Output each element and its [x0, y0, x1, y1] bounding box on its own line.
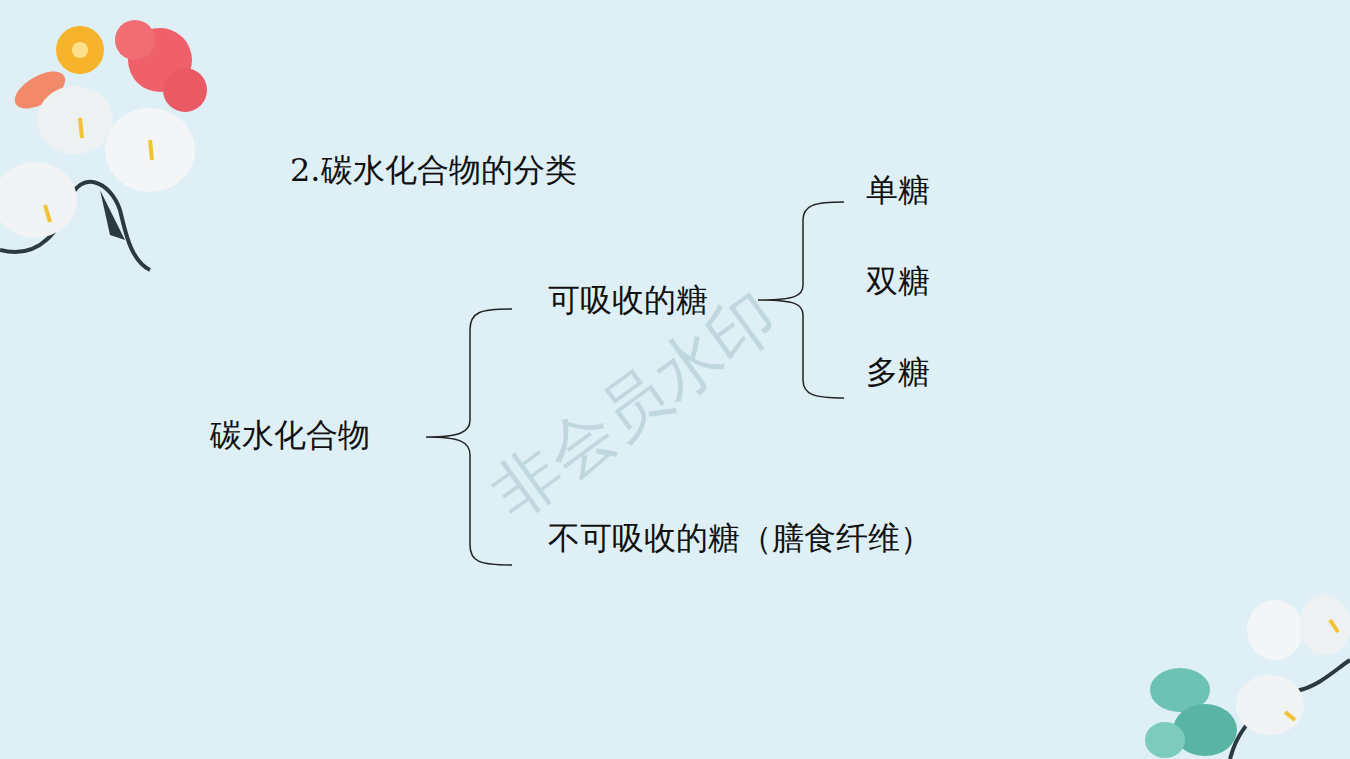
- leaf-label: 多糖: [866, 352, 930, 392]
- slide-title: 2.碳水化合物的分类: [290, 150, 577, 190]
- flower-top-left: [0, 20, 207, 270]
- root-label: 碳水化合物: [210, 415, 370, 455]
- branch-label: 不可吸收的糖（膳食纤维）: [548, 518, 932, 558]
- leaf-label: 双糖: [866, 261, 930, 301]
- leaf-label: 单糖: [866, 170, 930, 210]
- braces: [426, 202, 844, 565]
- flower-bottom-right: [1145, 595, 1350, 759]
